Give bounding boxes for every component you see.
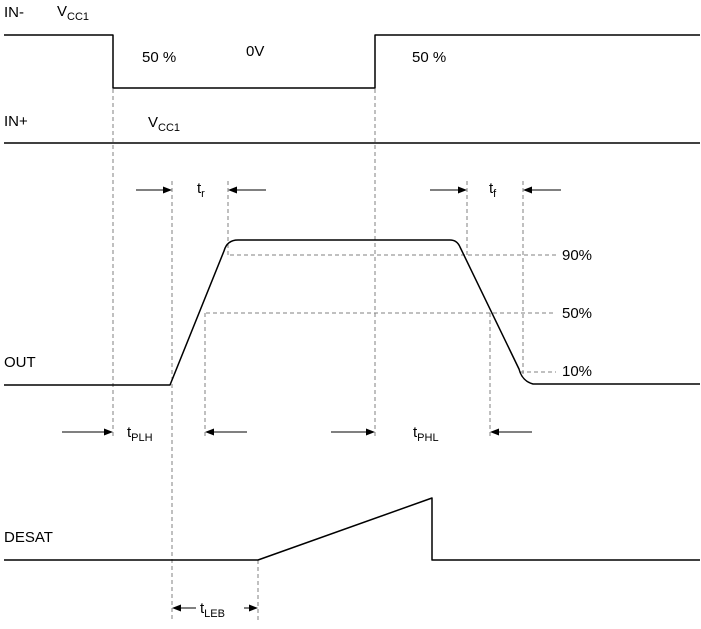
in-minus-vcc1-label: VCC1 — [57, 3, 89, 23]
vcc1-sub: CC1 — [67, 11, 89, 23]
t-plh-measure — [62, 428, 247, 436]
in-minus-fall-50pct-label: 50 % — [142, 49, 176, 66]
signal-label-in-minus: IN- — [4, 4, 24, 21]
t-f-base: t — [489, 180, 494, 197]
signal-label-in-plus: IN+ — [4, 113, 28, 130]
t-f-measure — [430, 186, 561, 194]
t-r-sub: r — [201, 188, 205, 200]
in-plus-vcc1-label: VCC1 — [148, 114, 180, 134]
out-10pct-label: 10% — [562, 363, 592, 380]
t-leb-left-arrow-icon — [172, 604, 181, 612]
t-phl-right-arrow-icon — [490, 428, 499, 436]
t-plh-base: t — [127, 424, 132, 441]
t-f-left-arrow-icon — [458, 186, 467, 194]
guide-lines-horizontal — [206, 254, 556, 373]
t-phl-base: t — [413, 424, 418, 441]
signal-label-desat: DESAT — [4, 529, 53, 546]
out-waveform — [4, 239, 700, 386]
in-minus-0v-label: 0V — [246, 43, 264, 60]
guide-lines-vertical — [112, 61, 524, 620]
t-r-base: t — [197, 180, 202, 197]
t-leb-label: tLEB — [200, 600, 225, 620]
t-phl-measure — [331, 428, 532, 436]
t-leb-base: t — [200, 600, 205, 617]
t-leb-sub: LEB — [204, 608, 225, 620]
t-r-right-arrow-icon — [228, 186, 237, 194]
out-50pct-label: 50% — [562, 305, 592, 322]
desat-waveform — [4, 497, 700, 561]
t-plh-right-arrow-icon — [205, 428, 214, 436]
t-f-label: tf — [489, 180, 497, 200]
in-minus-waveform — [4, 34, 700, 89]
out-90pct-label: 90% — [562, 247, 592, 264]
t-f-right-arrow-icon — [523, 186, 532, 194]
t-leb-measure — [172, 604, 258, 612]
t-leb-right-arrow-icon — [249, 604, 258, 612]
t-phl-label: tPHL — [413, 424, 439, 444]
t-phl-left-arrow-icon — [366, 428, 375, 436]
vcc1-sub: CC1 — [158, 122, 180, 134]
in-minus-rise-50pct-label: 50 % — [412, 49, 446, 66]
vcc1-base: V — [148, 114, 158, 131]
t-f-sub: f — [493, 188, 497, 200]
vcc1-base: V — [57, 3, 67, 20]
t-r-left-arrow-icon — [163, 186, 172, 194]
t-plh-sub: PLH — [131, 432, 152, 444]
t-phl-sub: PHL — [417, 432, 438, 444]
t-r-label: tr — [197, 180, 205, 200]
t-r-measure — [136, 186, 266, 194]
signal-label-out: OUT — [4, 354, 36, 371]
t-plh-label: tPLH — [127, 424, 153, 444]
t-plh-left-arrow-icon — [104, 428, 113, 436]
